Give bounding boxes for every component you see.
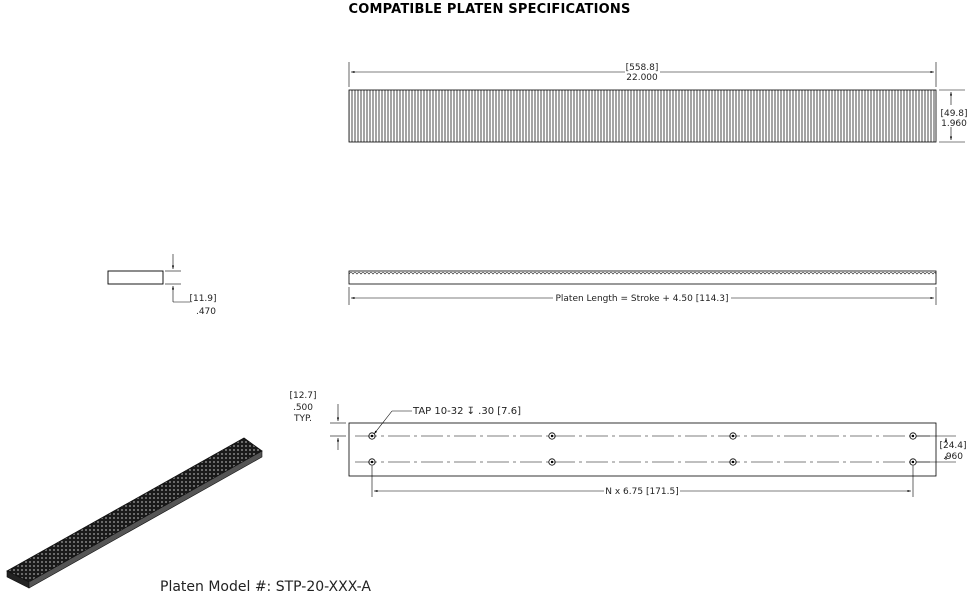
page-title: COMPATIBLE PLATEN SPECIFICATIONS xyxy=(348,2,631,17)
platen-model-label: Platen Model #: STP-20-XXX-A xyxy=(160,579,371,595)
end-thickness-mm: [11.9] xyxy=(189,294,216,304)
top-view: [558.8] 22.000 [49.8] 1.960 xyxy=(348,62,968,143)
end-view: [11.9] .470 xyxy=(107,254,217,317)
tap-hole xyxy=(729,432,737,440)
tap-hole xyxy=(729,458,737,466)
tap-note: TAP 10-32 ↧ .30 [7.6] xyxy=(412,406,521,417)
side-view: Platen Length = Stroke + 4.50 [114.3] xyxy=(348,270,937,305)
pitch-label: N x 6.75 [171.5] xyxy=(605,487,678,497)
edge-offset-mm: [12.7] xyxy=(289,391,316,401)
hole-spacing-in: .960 xyxy=(943,452,963,462)
isometric-platen-top xyxy=(6,437,263,583)
hole-spacing-mm: [24.4] xyxy=(939,441,966,451)
top-view-platen xyxy=(348,89,937,143)
top-length-mm: [558.8] xyxy=(626,63,659,73)
tap-hole xyxy=(368,458,376,466)
tap-hole xyxy=(548,458,556,466)
tap-holes xyxy=(368,432,917,466)
side-view-platen xyxy=(348,270,937,285)
top-width-in: 1.960 xyxy=(941,119,967,129)
tap-hole xyxy=(548,432,556,440)
edge-offset-in: .500 xyxy=(293,403,313,413)
end-thickness-in: .470 xyxy=(196,307,216,317)
platen-length-label: Platen Length = Stroke + 4.50 [114.3] xyxy=(555,294,728,304)
edge-offset-note: TYP. xyxy=(293,414,312,424)
isometric-view xyxy=(6,437,263,589)
bottom-view: TAP 10-32 ↧ .30 [7.6] [12.7] .500 TYP. [… xyxy=(289,391,967,497)
end-view-platen xyxy=(107,270,164,285)
bottom-view-platen xyxy=(348,422,937,477)
top-width-mm: [49.8] xyxy=(940,109,967,119)
isometric-platen-edge xyxy=(28,450,263,589)
top-length-in: 22.000 xyxy=(626,73,658,83)
tap-hole xyxy=(368,432,376,440)
